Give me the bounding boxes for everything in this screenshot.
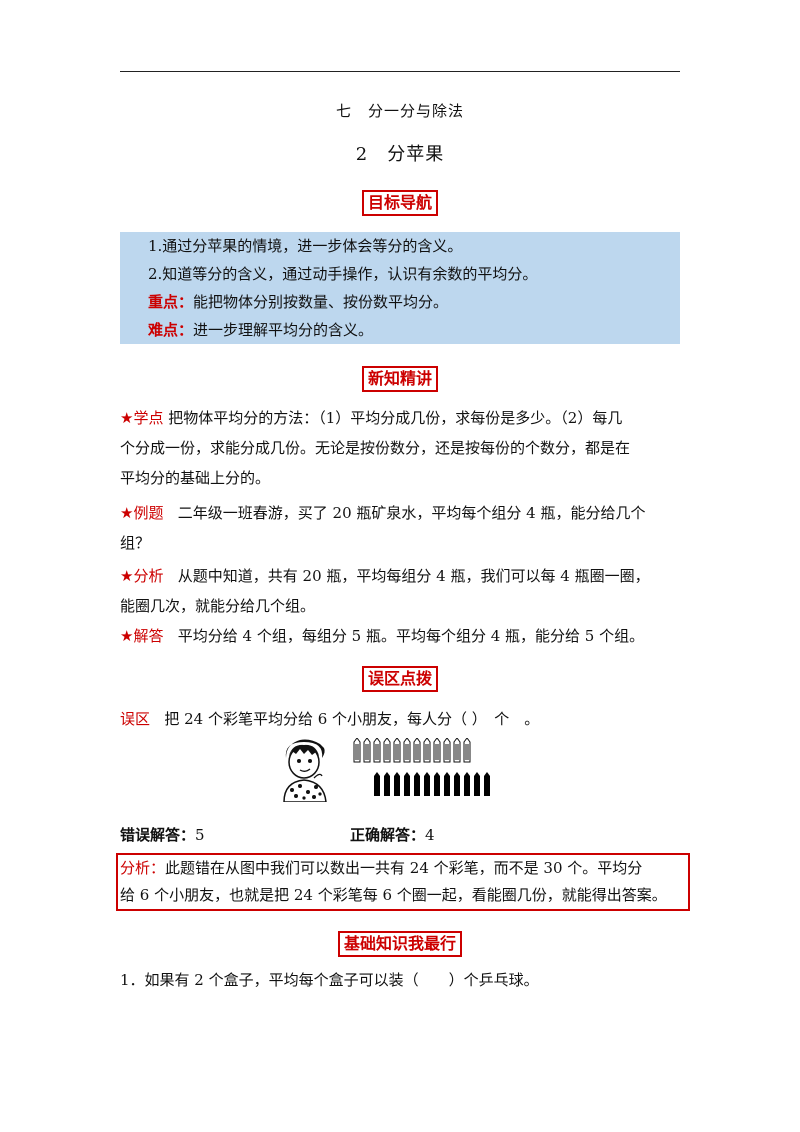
right-label: 正确解答： xyxy=(350,826,426,844)
lesson-title: 2 分苹果 xyxy=(355,144,445,165)
example-label: 例题 xyxy=(133,504,164,522)
goal-section-title: 目标导航 xyxy=(361,190,438,216)
mistake-section-heading: 误区点拨 xyxy=(0,666,800,692)
mistake-question: 把 24 个彩笔平均分给 6 个小朋友，每人分（ ） 个 。 xyxy=(164,710,540,728)
goal-line-1: 1.通过分苹果的情境，进一步体会等分的含义。 xyxy=(148,237,463,255)
pencils-row-1 xyxy=(353,738,471,763)
wrong-label: 错误解答： xyxy=(120,826,196,844)
new-section-heading: 新知精讲 xyxy=(0,366,800,392)
hard-text: 进一步理解平均分的含义。 xyxy=(193,321,374,339)
point-line-3: 平均分的基础上分的。 xyxy=(120,469,271,487)
star-icon: ★ xyxy=(120,409,134,427)
mistake-analysis-line-1: 分析：此题错在从图中我们可以数出一共有 24 个彩笔，而不是 30 个。平均分 xyxy=(120,858,642,878)
answer-text-1: 平均分给 4 个组，每组分 5 瓶。平均每个组分 4 瓶，能分给 5 个组。 xyxy=(177,627,645,645)
analysis-line-2: 能圈几次，就能分给几个组。 xyxy=(120,597,316,615)
mistake-analysis-box xyxy=(116,853,690,911)
mistake-analysis-line-2: 给 6 个小朋友，也就是把 24 个彩笔每 6 个圈一起，看能圈几份，就能得出答… xyxy=(120,886,667,904)
example-text-1: 二年级一班春游，买了 20 瓶矿泉水，平均每个组分 4 瓶，能分给几个 xyxy=(177,504,646,522)
goal-key-line: 重点：能把物体分别按数量、按份数平均分。 xyxy=(148,292,448,312)
key-text: 能把物体分别按数量、按份数平均分。 xyxy=(193,293,449,311)
chapter-title: 七 分一分与除法 xyxy=(335,102,464,120)
star-icon: ★ xyxy=(120,627,134,645)
analysis-line-1: ★分析 从题中知道，共有 20 瓶，平均每组分 4 瓶，我们可以每 4 瓶圈一圈… xyxy=(120,566,650,586)
boy-icon xyxy=(283,739,327,802)
goal-box: 1.通过分苹果的情境，进一步体会等分的含义。 2.知道等分的含义，通过动手操作，… xyxy=(120,232,680,344)
goal-hard-line: 难点：进一步理解平均分的含义。 xyxy=(148,320,373,340)
example-line-1: ★例题 二年级一班春游，买了 20 瓶矿泉水，平均每个组分 4 瓶，能分给几个 xyxy=(120,503,646,523)
analysis-label: 分析 xyxy=(133,567,164,585)
basic-section-title: 基础知识我最行 xyxy=(337,931,462,957)
hard-label: 难点： xyxy=(148,321,194,339)
point-line-1: ★学点 把物体平均分的方法：（1）平均分成几份，求每份是多少。（2）每几 xyxy=(120,408,622,428)
wrong-value: 5 xyxy=(195,826,205,844)
mistake-analysis-text-1: 此题错在从图中我们可以数出一共有 24 个彩笔，而不是 30 个。平均分 xyxy=(165,859,643,877)
star-icon: ★ xyxy=(120,567,134,585)
right-value: 4 xyxy=(425,826,435,844)
mistake-analysis-label: 分析： xyxy=(120,859,166,877)
goal-section-heading: 目标导航 xyxy=(0,190,800,216)
answer-line-1: ★解答 平均分给 4 个组，每组分 5 瓶。平均每个组分 4 瓶，能分给 5 个… xyxy=(120,626,644,646)
example-line-2: 组？ xyxy=(120,534,151,552)
basic-question-1: 1．如果有 2 个盒子，平均每个盒子可以装（ ）个乒乓球。 xyxy=(120,971,539,989)
pencils-row-2 xyxy=(373,771,491,797)
key-label: 重点： xyxy=(148,293,194,311)
point-label: 学点 xyxy=(133,409,164,427)
mistake-section-title: 误区点拨 xyxy=(361,666,438,692)
mistake-question-line: 误区 把 24 个彩笔平均分给 6 个小朋友，每人分（ ） 个 。 xyxy=(120,709,539,729)
right-answer-line: 正确解答：4 xyxy=(350,825,435,845)
basic-section-heading: 基础知识我最行 xyxy=(0,931,800,957)
point-text-1: 把物体平均分的方法：（1）平均分成几份，求每份是多少。（2）每几 xyxy=(168,409,623,427)
mistake-label: 误区 xyxy=(120,710,151,728)
analysis-text-1: 从题中知道，共有 20 瓶，平均每组分 4 瓶，我们可以每 4 瓶圈一圈， xyxy=(177,567,650,585)
new-section-title: 新知精讲 xyxy=(361,366,438,392)
boy-and-pencils-illustration xyxy=(283,738,491,802)
wrong-answer-line: 错误解答：5 xyxy=(120,825,205,845)
star-icon: ★ xyxy=(120,504,134,522)
header-rule xyxy=(120,71,680,72)
goal-line-2: 2.知道等分的含义，通过动手操作，认识有余数的平均分。 xyxy=(148,265,538,283)
point-line-2: 个分成一份，求能分成几份。无论是按份数分，还是按每份的个数分，都是在 xyxy=(120,439,631,457)
answer-label: 解答 xyxy=(133,627,164,645)
